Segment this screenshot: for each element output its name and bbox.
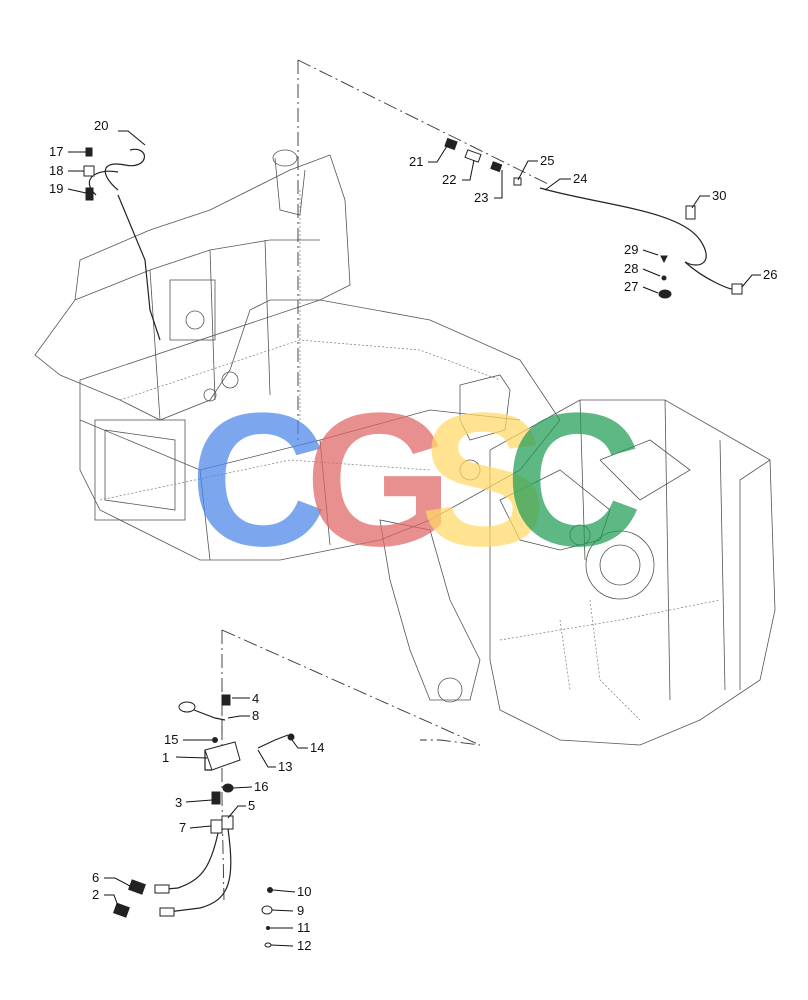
callout-22: 22 [442, 172, 456, 187]
callout-16: 16 [254, 779, 268, 794]
callout-27: 27 [624, 279, 638, 294]
callout-19: 19 [49, 181, 63, 196]
watermark: C G S C [190, 374, 642, 586]
callout-14: 14 [310, 740, 324, 755]
watermark-letter-1: C [190, 374, 327, 586]
callout-labels: 1 2 3 4 5 6 7 8 9 10 11 12 13 14 15 16 1… [49, 118, 777, 953]
callout-7: 7 [179, 820, 186, 835]
callout-10: 10 [297, 884, 311, 899]
callout-28: 28 [624, 261, 638, 276]
callout-11: 11 [297, 920, 311, 935]
hose-parts-upper-left [83, 147, 161, 341]
callout-17: 17 [49, 144, 63, 159]
callout-26: 26 [763, 267, 777, 282]
callout-25: 25 [540, 153, 554, 168]
callout-23: 23 [474, 190, 488, 205]
callout-24: 24 [573, 171, 587, 186]
callout-1: 1 [162, 750, 169, 765]
callout-21: 21 [409, 154, 423, 169]
callout-leaders [67, 130, 761, 947]
watermark-letter-2: G [305, 374, 453, 586]
callout-30: 30 [712, 188, 726, 203]
watermark-letter-4: C [505, 374, 642, 586]
callout-20: 20 [94, 118, 108, 133]
callout-18: 18 [49, 163, 63, 178]
callout-3: 3 [175, 795, 182, 810]
callout-29: 29 [624, 242, 638, 257]
watermark-letter-3: S [420, 374, 547, 586]
callout-2: 2 [92, 887, 99, 902]
callout-8: 8 [252, 708, 259, 723]
callout-5: 5 [248, 798, 255, 813]
hose-parts-upper-right [444, 137, 743, 299]
callout-12: 12 [297, 938, 311, 953]
callout-6: 6 [92, 870, 99, 885]
callout-13: 13 [278, 759, 292, 774]
callout-9: 9 [297, 903, 304, 918]
hose-parts-lower [113, 694, 295, 948]
machine-frame [34, 149, 776, 746]
callout-4: 4 [252, 691, 259, 706]
callout-15: 15 [164, 732, 178, 747]
